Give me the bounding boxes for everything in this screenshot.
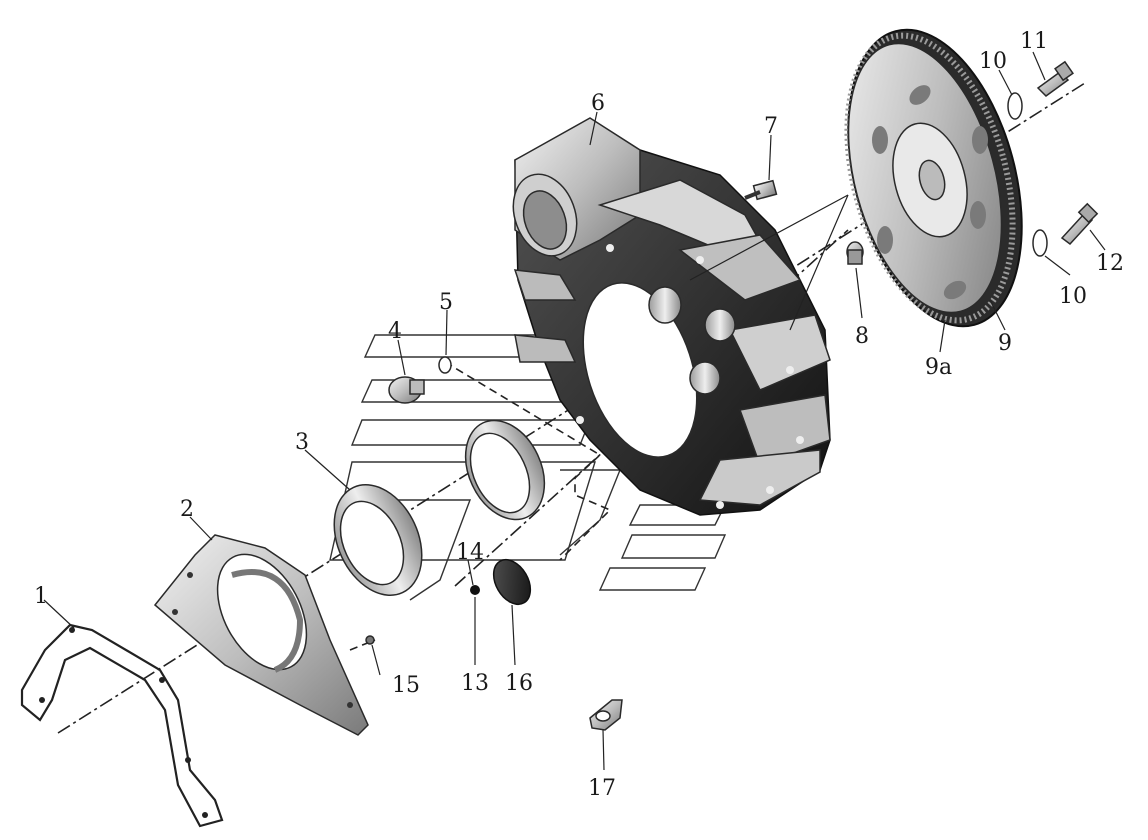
callout-14: 14 [456, 540, 484, 565]
part-2-seal-housing [153, 534, 369, 736]
callout-2: 2 [180, 497, 194, 522]
callout-4: 4 [388, 319, 402, 344]
part-1-gasket [20, 623, 224, 828]
callout-10-lower: 10 [1059, 284, 1087, 309]
callout-12: 12 [1096, 251, 1124, 276]
part-15-screw [365, 635, 375, 645]
callout-labels: 1 2 3 4 5 6 7 8 9 9a 10 10 11 12 13 14 1… [34, 29, 1124, 801]
callout-3: 3 [295, 430, 309, 455]
callout-16: 16 [505, 671, 533, 696]
part-11-bolt [1036, 60, 1074, 97]
part-6-flywheel-housing [512, 117, 831, 516]
part-17-lug [589, 699, 623, 731]
callout-5: 5 [439, 290, 453, 315]
part-12-bolt [1060, 202, 1099, 246]
callout-9: 9 [998, 331, 1012, 356]
part-10-washer-upper [1007, 92, 1023, 120]
part-3-seal-ring [333, 484, 423, 596]
part-13-ball [470, 585, 480, 595]
callout-10-upper: 10 [979, 49, 1007, 74]
callout-15: 15 [392, 673, 420, 698]
part-8-dowel [846, 241, 864, 265]
part-9-flywheel [844, 28, 1023, 328]
part-10-washer-lower [1032, 229, 1048, 257]
callout-9a: 9a [925, 355, 952, 380]
callout-6: 6 [591, 91, 605, 116]
part-5-o-ring [438, 356, 452, 374]
leader-lines [43, 51, 1106, 771]
callout-1: 1 [34, 584, 48, 609]
callout-11: 11 [1020, 29, 1048, 54]
part-7-bolt [744, 179, 778, 201]
callout-13: 13 [461, 671, 489, 696]
callout-7: 7 [764, 114, 778, 139]
part-16-cover [492, 558, 532, 606]
callout-8: 8 [855, 324, 869, 349]
part-4-plug [388, 376, 425, 404]
callout-17: 17 [588, 776, 616, 801]
sleeve-ring [464, 419, 546, 521]
